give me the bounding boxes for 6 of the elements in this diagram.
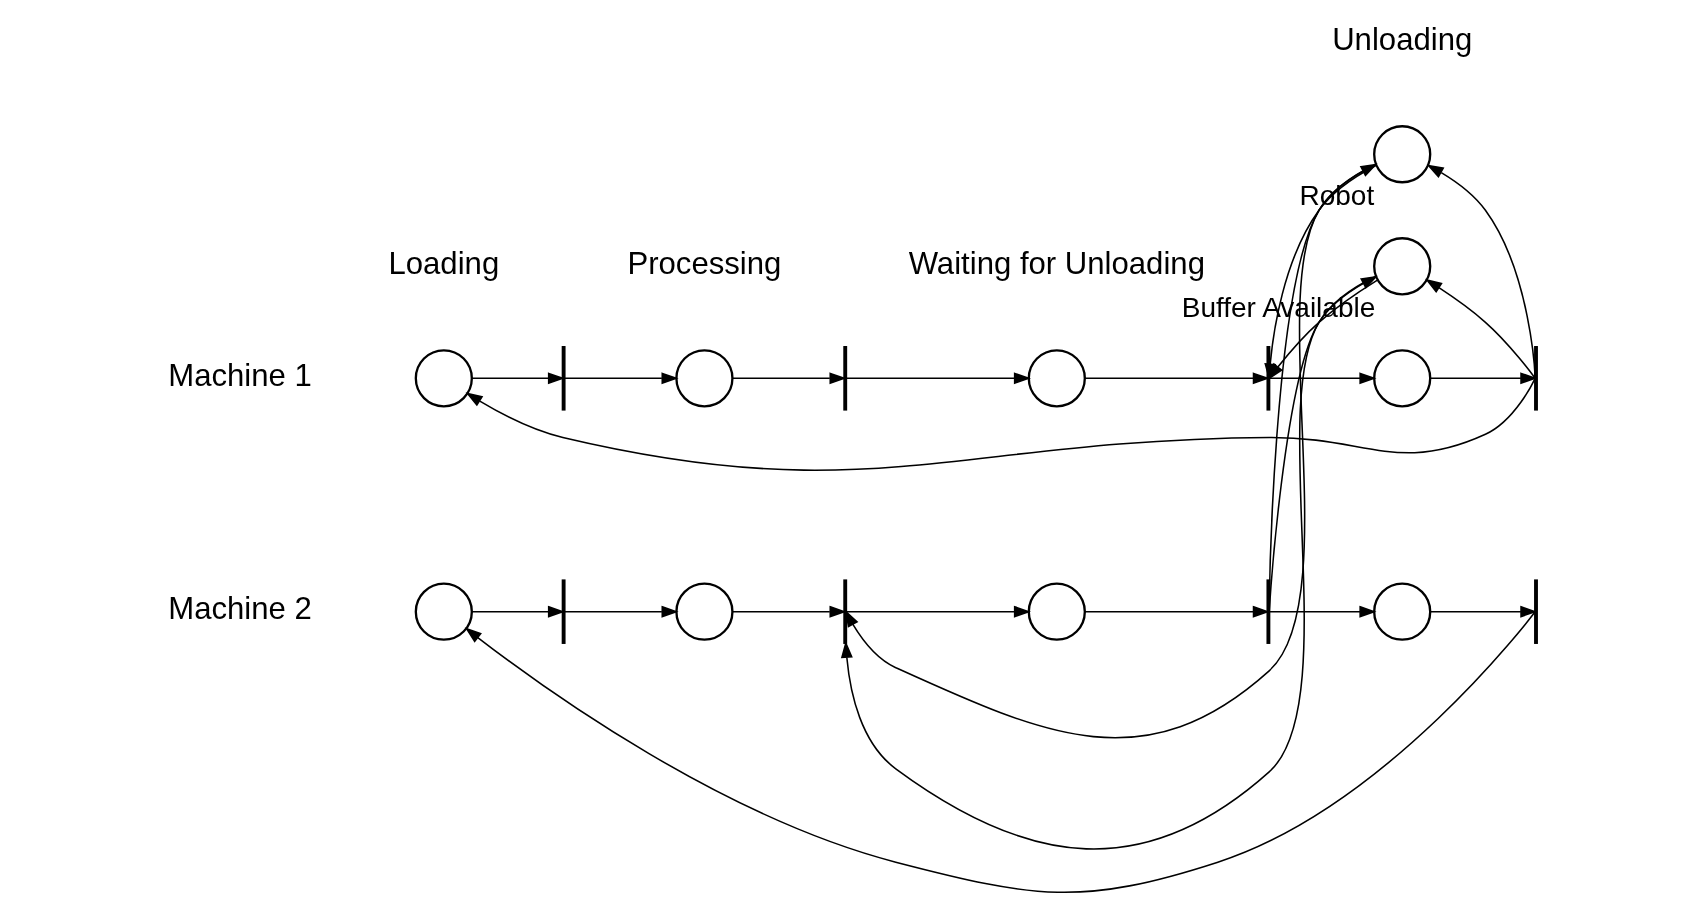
label: Waiting for Unloading (908, 246, 1205, 282)
label: Machine 2 (167, 591, 312, 627)
label: Machine 1 (167, 358, 312, 394)
label: Loading (387, 246, 499, 282)
label: Unloading (1331, 22, 1472, 58)
label: Processing (626, 246, 781, 282)
